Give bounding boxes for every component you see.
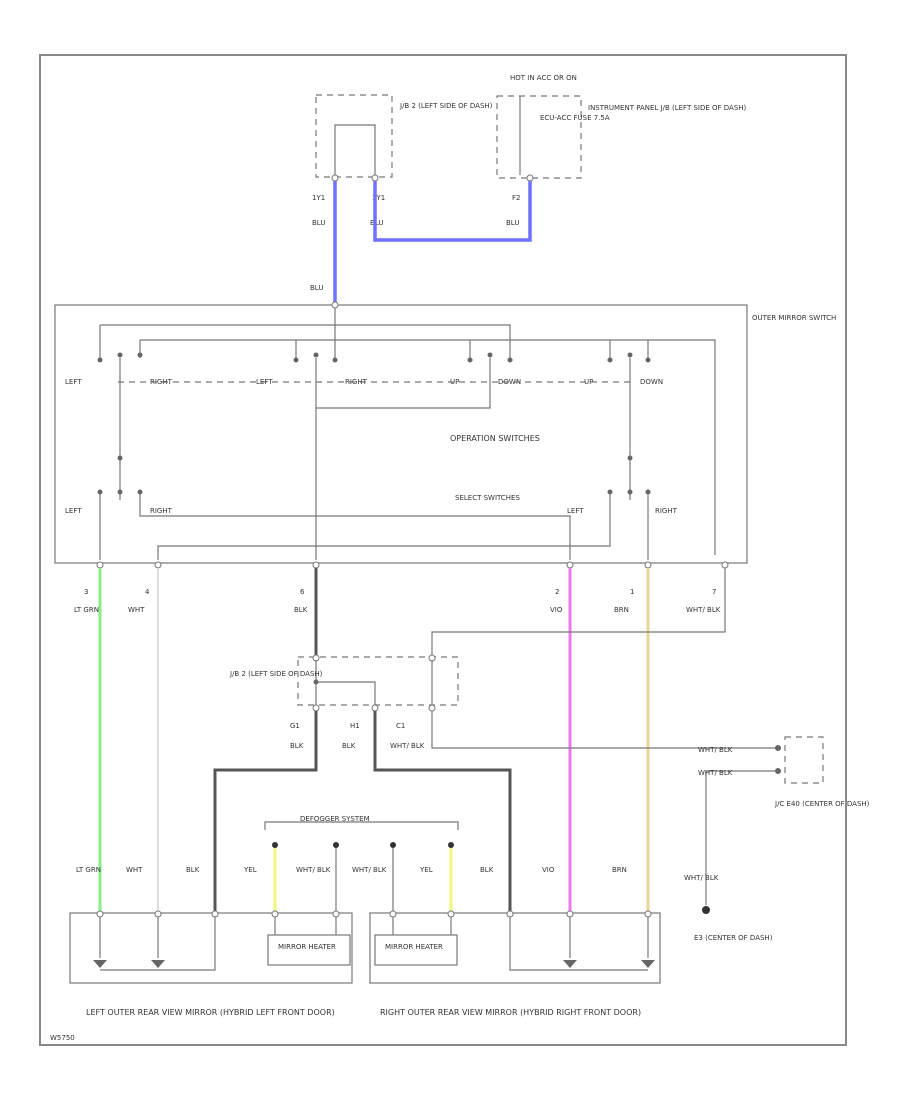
switch-label: UP xyxy=(450,378,459,386)
hot-in-label: HOT IN ACC OR ON xyxy=(510,74,577,82)
pin-label: 1Y1 xyxy=(312,194,325,202)
jc-e40: WHT/ BLK WHT/ BLK J/C E40 (CENTER OF DAS… xyxy=(698,736,870,905)
switch-label: DOWN xyxy=(498,378,521,386)
inst-panel-label: INSTRUMENT PANEL J/B (LEFT SIDE OF DASH) xyxy=(588,104,747,112)
wht-blk-wire xyxy=(431,711,775,749)
switch-pins: 3 4 6 2 1 7 LT GRN WHT BLK VIO BRN WHT/ … xyxy=(74,561,729,614)
svg-text:BLK: BLK xyxy=(186,866,200,874)
operation-switches-label: OPERATION SWITCHES xyxy=(450,434,540,443)
outer-mirror-switch-label: OUTER MIRROR SWITCH xyxy=(752,314,836,322)
switch-label: RIGHT xyxy=(150,507,173,515)
svg-text:YEL: YEL xyxy=(243,866,257,874)
pin-label: F2 xyxy=(512,194,520,202)
wht-blk-wire xyxy=(431,568,726,655)
wire-color-label: BLU xyxy=(312,219,325,227)
switch-label: LEFT xyxy=(65,507,82,515)
fuse-label: ECU-ACC FUSE 7.5A xyxy=(540,114,610,122)
jb2-top-label: J/B 2 (LEFT SIDE OF DASH) xyxy=(399,102,493,110)
pin-label: G1 xyxy=(290,722,300,730)
pin-label: 6 xyxy=(300,588,305,596)
switch-label: RIGHT xyxy=(655,507,678,515)
wire-color-label: BLK xyxy=(290,742,304,750)
left-mirror-caption: LEFT OUTER REAR VIEW MIRROR (HYBRID LEFT… xyxy=(86,1008,335,1017)
mirror-wire-labels: LT GRN WHT BLK YEL WHT/ BLK WHT/ BLK YEL… xyxy=(76,866,627,874)
pin-connector xyxy=(526,174,534,182)
heater-label: MIRROR HEATER xyxy=(278,943,336,951)
motor-icon xyxy=(641,960,655,968)
wire-color-label: LT GRN xyxy=(74,606,99,614)
svg-text:WHT: WHT xyxy=(126,866,143,874)
jb2-mid-block: J/B 2 (LEFT SIDE OF DASH) G1 H1 C1 BLK B… xyxy=(229,654,459,750)
switch-label: UP xyxy=(584,378,593,386)
pin-label: H1 xyxy=(350,722,360,730)
pin-label: 3 xyxy=(84,588,88,596)
pin-label: 2 xyxy=(555,588,559,596)
defogger-system: DEFOGGER SYSTEM xyxy=(264,815,459,912)
blk-wire xyxy=(213,711,318,912)
diagram-code: W5750 xyxy=(50,1034,75,1042)
svg-text:VIO: VIO xyxy=(542,866,555,874)
blu-wire xyxy=(373,181,532,242)
diagram-frame xyxy=(39,54,847,1046)
jc-label: J/C E40 (CENTER OF DASH) xyxy=(774,800,870,808)
svg-text:WHT/ BLK: WHT/ BLK xyxy=(352,866,387,874)
svg-text:YEL: YEL xyxy=(419,866,433,874)
pin-label: 1Y1 xyxy=(372,194,385,202)
wire-color-label: WHT/ BLK xyxy=(686,606,721,614)
jb2-top-block: J/B 2 (LEFT SIDE OF DASH) xyxy=(315,94,493,178)
pin-label: C1 xyxy=(396,722,405,730)
wire-color-label: BLU xyxy=(310,284,323,292)
svg-text:WHT/ BLK: WHT/ BLK xyxy=(296,866,331,874)
wire-color-label: BLU xyxy=(506,219,519,227)
right-mirror-caption: RIGHT OUTER REAR VIEW MIRROR (HYBRID RIG… xyxy=(380,1008,641,1017)
blk-wire xyxy=(373,711,512,912)
svg-text:BLK: BLK xyxy=(480,866,494,874)
switch-label: LEFT xyxy=(65,378,82,386)
svg-text:LT GRN: LT GRN xyxy=(76,866,101,874)
switch-label: LEFT xyxy=(567,507,584,515)
ground-label: E3 (CENTER OF DASH) xyxy=(694,934,773,942)
wire-color-label: WHT/ BLK xyxy=(684,874,719,882)
switch-label: RIGHT xyxy=(150,378,173,386)
motor-icon xyxy=(93,960,107,968)
wire-color-label: BLK xyxy=(294,606,308,614)
switch-label: RIGHT xyxy=(345,378,368,386)
pin-label: 7 xyxy=(712,588,716,596)
wire-color-label: WHT/ BLK xyxy=(698,746,733,754)
jb2-mid-label: J/B 2 (LEFT SIDE OF DASH) xyxy=(229,670,323,678)
wire-color-label: VIO xyxy=(550,606,563,614)
right-mirror: MIRROR HEATER RIGHT OUTER REAR VIEW MIRR… xyxy=(369,910,661,1017)
wire-color-label: WHT xyxy=(128,606,145,614)
left-mirror: MIRROR HEATER LEFT OUTER REAR VIEW MIRRO… xyxy=(69,910,353,1017)
switch-label: DOWN xyxy=(640,378,663,386)
wire-color-label: WHT/ BLK xyxy=(698,769,733,777)
wire-color-label: BLK xyxy=(342,742,356,750)
inst-panel-block: HOT IN ACC OR ON ECU-ACC FUSE 7.5A INSTR… xyxy=(496,74,747,179)
heater-label: MIRROR HEATER xyxy=(385,943,443,951)
pin-connector xyxy=(371,174,379,182)
outer-mirror-switch: OUTER MIRROR SWITCH LEFT RIGHT LEFT RIGH… xyxy=(54,301,836,564)
select-switches-label: SELECT SWITCHES xyxy=(455,494,520,502)
pin-label: 1 xyxy=(630,588,634,596)
svg-text:BRN: BRN xyxy=(612,866,627,874)
motor-icon xyxy=(563,960,577,968)
wire-color-label: BRN xyxy=(614,606,629,614)
defogger-label: DEFOGGER SYSTEM xyxy=(300,815,370,823)
pin-connector xyxy=(331,174,339,182)
wire-color-label: WHT/ BLK xyxy=(390,742,425,750)
ground-point-icon xyxy=(702,906,710,914)
motor-icon xyxy=(151,960,165,968)
pin-label: 4 xyxy=(145,588,150,596)
